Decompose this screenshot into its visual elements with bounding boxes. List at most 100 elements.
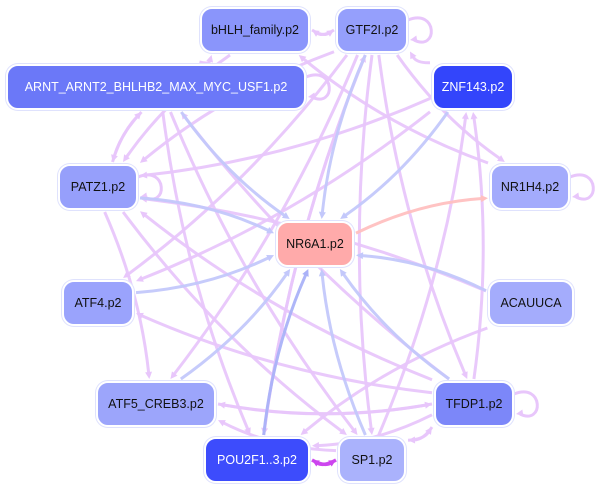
node-label: POU2F1..3.p2 [217,453,297,467]
edge-patz1-to-nr6a1[interactable] [139,196,274,234]
node-label: PATZ1.p2 [70,180,126,194]
node-arnt[interactable]: ARNT_ARNT2_BHLHB2_MAX_MYC_USF1.p2 [6,64,306,110]
edge-line [357,54,374,430]
node-znf143[interactable]: ZNF143.p2 [432,64,514,110]
edge-line [304,326,488,433]
arrowhead-icon [425,427,432,435]
node-gtf2i[interactable]: GTF2I.p2 [336,7,408,53]
edge-atf5-to-tfdp1[interactable] [217,401,432,416]
edge-acauuca-to-nr6a1[interactable] [356,252,487,293]
arrowhead-icon [339,269,347,277]
arrowhead-icon [283,269,291,277]
edge-gtf2i-to-gtf2i[interactable] [407,16,433,44]
node-sp1[interactable]: SP1.p2 [338,437,406,483]
arrowhead-icon [480,195,488,203]
edge-atf4-to-nr6a1[interactable] [135,255,274,295]
edge-tfdp1-to-tfdp1[interactable] [513,390,539,418]
node-patz1[interactable]: PATZ1.p2 [58,164,138,210]
edge-arnt-to-bhlh[interactable] [199,55,214,65]
edge-tfdp1-to-nr6a1[interactable] [339,269,451,381]
edge-nr6a1-to-nr1h4[interactable] [355,195,488,235]
arrowhead-icon [318,211,326,219]
arrowhead-icon [298,55,307,63]
arrowhead-icon [281,212,290,219]
node-atf4[interactable]: ATF4.p2 [62,280,134,326]
arrowhead-icon [312,30,320,37]
arrowhead-icon [516,409,524,417]
edge-znf143-to-atf4[interactable] [136,110,431,282]
edge-line [169,111,356,432]
arrowhead-icon [318,269,326,277]
node-label: ATF5_CREB3.p2 [108,397,204,411]
edge-znf143-to-gtf2i[interactable] [410,51,431,65]
arrowhead-icon [356,252,364,260]
self-loop [513,390,539,418]
edge-sp1-to-znf143[interactable] [377,112,469,436]
edge-line [141,110,431,281]
edge-gtf2i-to-tfdp1[interactable] [377,54,468,379]
edge-znf143-to-patz1[interactable] [140,97,431,179]
edge-gtf2i-to-bhlh[interactable] [312,28,335,37]
edge-line [320,54,367,214]
edge-patz1-to-sp1[interactable] [121,211,347,435]
edge-line [316,28,335,37]
edge-line [135,256,270,295]
edge-patz1-to-arnt[interactable] [111,112,142,163]
edge-line [355,197,483,235]
edge-line [140,314,433,395]
node-nr1h4[interactable]: NR1H4.p2 [490,164,570,210]
arrowhead-icon [461,371,468,379]
node-bhlh[interactable]: bHLH_family.p2 [200,7,310,53]
edge-znf143-to-nr6a1[interactable] [340,111,450,219]
edge-line [317,413,433,448]
arrowhead-icon [123,154,130,162]
node-tfdp1[interactable]: TFDP1.p2 [434,381,514,427]
edge-nr1h4-to-bhlh[interactable] [298,55,489,165]
edge-acauuca-to-pou2f1[interactable] [300,326,488,435]
edge-gtf2i-to-nr6a1[interactable] [318,54,367,219]
edge-patz1-to-patz1[interactable] [137,173,163,201]
edge-arnt-to-sp1[interactable] [169,111,358,435]
node-label: NR6A1.p2 [286,237,344,251]
edge-sp1-to-pou2f1[interactable] [312,458,337,467]
arrowhead-icon [410,35,418,43]
edge-nr1h4-to-nr1h4[interactable] [569,173,595,201]
node-label: bHLH_family.p2 [210,23,299,37]
node-pou2f1[interactable]: POU2F1..3.p2 [204,437,310,483]
edge-arnt-to-arnt[interactable] [305,73,331,101]
node-acauuca[interactable]: ACAUUCA [488,280,574,326]
edge-sp1-to-nr6a1[interactable] [318,269,367,436]
node-label: NR1H4.p2 [500,180,560,194]
edge-line [361,254,487,293]
edge-tfdp1-to-znf143[interactable] [470,112,485,380]
arrowhead-icon [206,55,214,63]
arrowhead-icon [497,155,505,162]
node-nr6a1[interactable]: NR6A1.p2 [276,221,354,267]
edge-line [139,196,270,232]
node-label: SP1.p2 [351,453,393,467]
edge-line [145,97,431,177]
arrowhead-icon [350,427,358,435]
arrowhead-icon [266,227,274,234]
arrowhead-icon [140,211,148,219]
arrowhead-icon [339,428,347,435]
edge-tfdp1-to-pou2f1[interactable] [312,413,433,450]
edge-tfdp1-to-patz1[interactable] [140,211,433,382]
edge-pou2f1-to-nr6a1[interactable] [262,269,309,436]
edge-atf5-to-nr6a1[interactable] [179,269,291,381]
arrowhead-icon [340,212,348,219]
edge-line [320,274,367,436]
self-loop [137,173,163,201]
node-atf5[interactable]: ATF5_CREB3.p2 [96,381,216,427]
edge-line [127,54,349,276]
edge-gtf2i-to-nr1h4[interactable] [395,54,505,162]
arrowhead-icon [218,420,226,427]
arrowhead-icon [302,269,309,277]
edge-line [161,111,250,431]
arrowhead-icon [470,112,478,120]
arrowhead-icon [367,427,375,435]
edge-sp1-to-tfdp1[interactable] [407,427,432,442]
edge-arnt-to-nr6a1[interactable] [180,111,290,219]
node-label: GTF2I.p2 [345,23,399,37]
